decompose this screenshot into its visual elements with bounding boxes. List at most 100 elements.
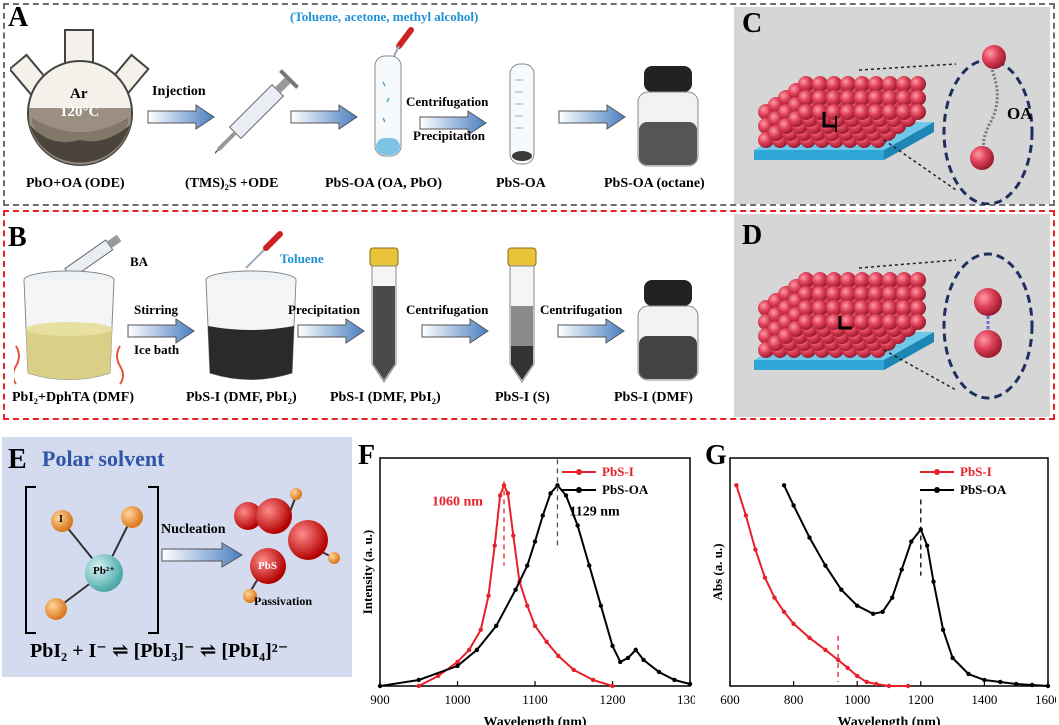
nanocrystal-sphere (840, 104, 856, 120)
b-step-stirring: Stirring (134, 302, 179, 317)
a-label-2: (TMS)₂S +ODE (185, 176, 279, 191)
data-point (899, 567, 904, 572)
chart-g-abs-spectrum: 6008001000120014001600Wavelength (nm)Abs… (710, 457, 1056, 725)
panel-label-a: A (8, 2, 29, 33)
b-label-4: PbS-I (S) (495, 390, 550, 405)
nanocrystal-sphere (826, 314, 842, 330)
panel-label-e: E (8, 444, 27, 475)
nanocrystal-sphere (798, 314, 814, 330)
panel-label-d: D (742, 220, 763, 251)
panel-b-frame (3, 210, 1055, 420)
data-point (497, 493, 503, 498)
b-step-centrifugation-1: Centrifugation (406, 302, 489, 317)
data-point (886, 683, 892, 689)
data-point (909, 539, 914, 544)
centrifuge-tube-icon (369, 247, 399, 383)
data-point (587, 563, 592, 568)
nanocrystal-sphere (896, 76, 912, 92)
test-tube-icon (374, 27, 414, 157)
nanocrystal-sphere (910, 90, 926, 106)
nanocrystal-sphere (854, 314, 870, 330)
data-point (845, 665, 850, 671)
data-point (548, 491, 553, 496)
data-point (478, 627, 483, 633)
data-point (598, 603, 604, 608)
nanocrystal-sphere (840, 286, 856, 302)
nanocrystal-sphere (910, 314, 926, 330)
data-point (556, 653, 561, 659)
series-line-pbs-i (735, 485, 909, 687)
nanocrystal-sphere (868, 314, 884, 330)
panel-a-frame (3, 3, 1055, 206)
data-point (672, 677, 677, 683)
data-point (889, 595, 895, 600)
data-point (525, 563, 530, 568)
nanocrystal-sphere (812, 104, 828, 120)
nanocrystal-sphere (882, 286, 898, 302)
nanocrystal-sphere (840, 300, 856, 316)
pbi4-complex-illustration (25, 486, 159, 634)
nanocrystal-sphere (910, 104, 926, 120)
a-label-1: PbO+OA (ODE) (26, 176, 125, 191)
test-tube-icon (509, 63, 535, 165)
legend-label: PbS-I (960, 464, 992, 479)
data-point (791, 621, 796, 627)
data-point (931, 579, 936, 584)
b-toluene-label: Toluene (280, 251, 324, 266)
data-point (950, 655, 955, 661)
data-point (1045, 683, 1051, 689)
data-point (880, 609, 885, 614)
centrifuge-tube-icon (507, 247, 537, 383)
panel-label-g: G (705, 440, 727, 471)
data-point (781, 483, 787, 488)
panel-label-f: F (358, 440, 376, 471)
data-point (610, 643, 615, 649)
data-point (905, 683, 911, 689)
nanocrystal-sphere (826, 76, 842, 92)
nanocrystal-sphere (896, 104, 912, 120)
data-point (753, 547, 758, 552)
nanocrystal-sphere (812, 314, 828, 330)
data-point (791, 503, 796, 508)
x-tick-label: 1600 (1035, 692, 1056, 707)
data-point (525, 603, 530, 608)
nanocrystal-sphere (854, 286, 870, 302)
round-flask-icon (10, 29, 150, 166)
nanocrystal-sphere (882, 314, 898, 330)
vial-icon (637, 66, 699, 167)
data-point (416, 683, 421, 689)
nanocrystal-sphere (910, 272, 926, 288)
nanocrystal-sphere (882, 300, 898, 316)
data-point (656, 669, 662, 675)
nanocrystal-sphere (882, 104, 898, 120)
arrow-icon (161, 542, 243, 568)
b-step-precipitation: Precipitation (288, 302, 360, 317)
arrow-icon (127, 318, 195, 344)
nanocrystal-sphere (854, 272, 870, 288)
x-axis-label: Wavelength (nm) (837, 715, 940, 725)
data-point (687, 681, 693, 687)
data-point (590, 677, 596, 683)
syringe-icon (215, 69, 299, 158)
nanocrystal-sphere (812, 76, 828, 92)
data-point (807, 535, 812, 540)
annotation: 1060 nm (432, 494, 483, 509)
data-point (435, 673, 441, 679)
nanocrystal-sphere (854, 76, 870, 92)
nanocrystal-sphere (840, 90, 856, 106)
nanocrystal-sphere (868, 300, 884, 316)
x-tick-label: 1000 (844, 692, 870, 707)
nanocrystal-sphere (840, 272, 856, 288)
nanocrystal-sphere (896, 314, 912, 330)
nanocrystal-sphere (882, 90, 898, 106)
data-point (486, 593, 491, 598)
data-point (762, 575, 768, 580)
b-label-1: PbI₂+DphTA (DMF) (12, 390, 134, 405)
data-point (455, 663, 460, 669)
data-point (807, 635, 812, 641)
a-label-4: PbS-OA (496, 176, 546, 191)
nanocrystal-sphere (896, 286, 912, 302)
data-point (416, 677, 421, 683)
b-label-2: PbS-I (DMF, PbI₂) (186, 390, 297, 405)
data-point (966, 671, 971, 677)
